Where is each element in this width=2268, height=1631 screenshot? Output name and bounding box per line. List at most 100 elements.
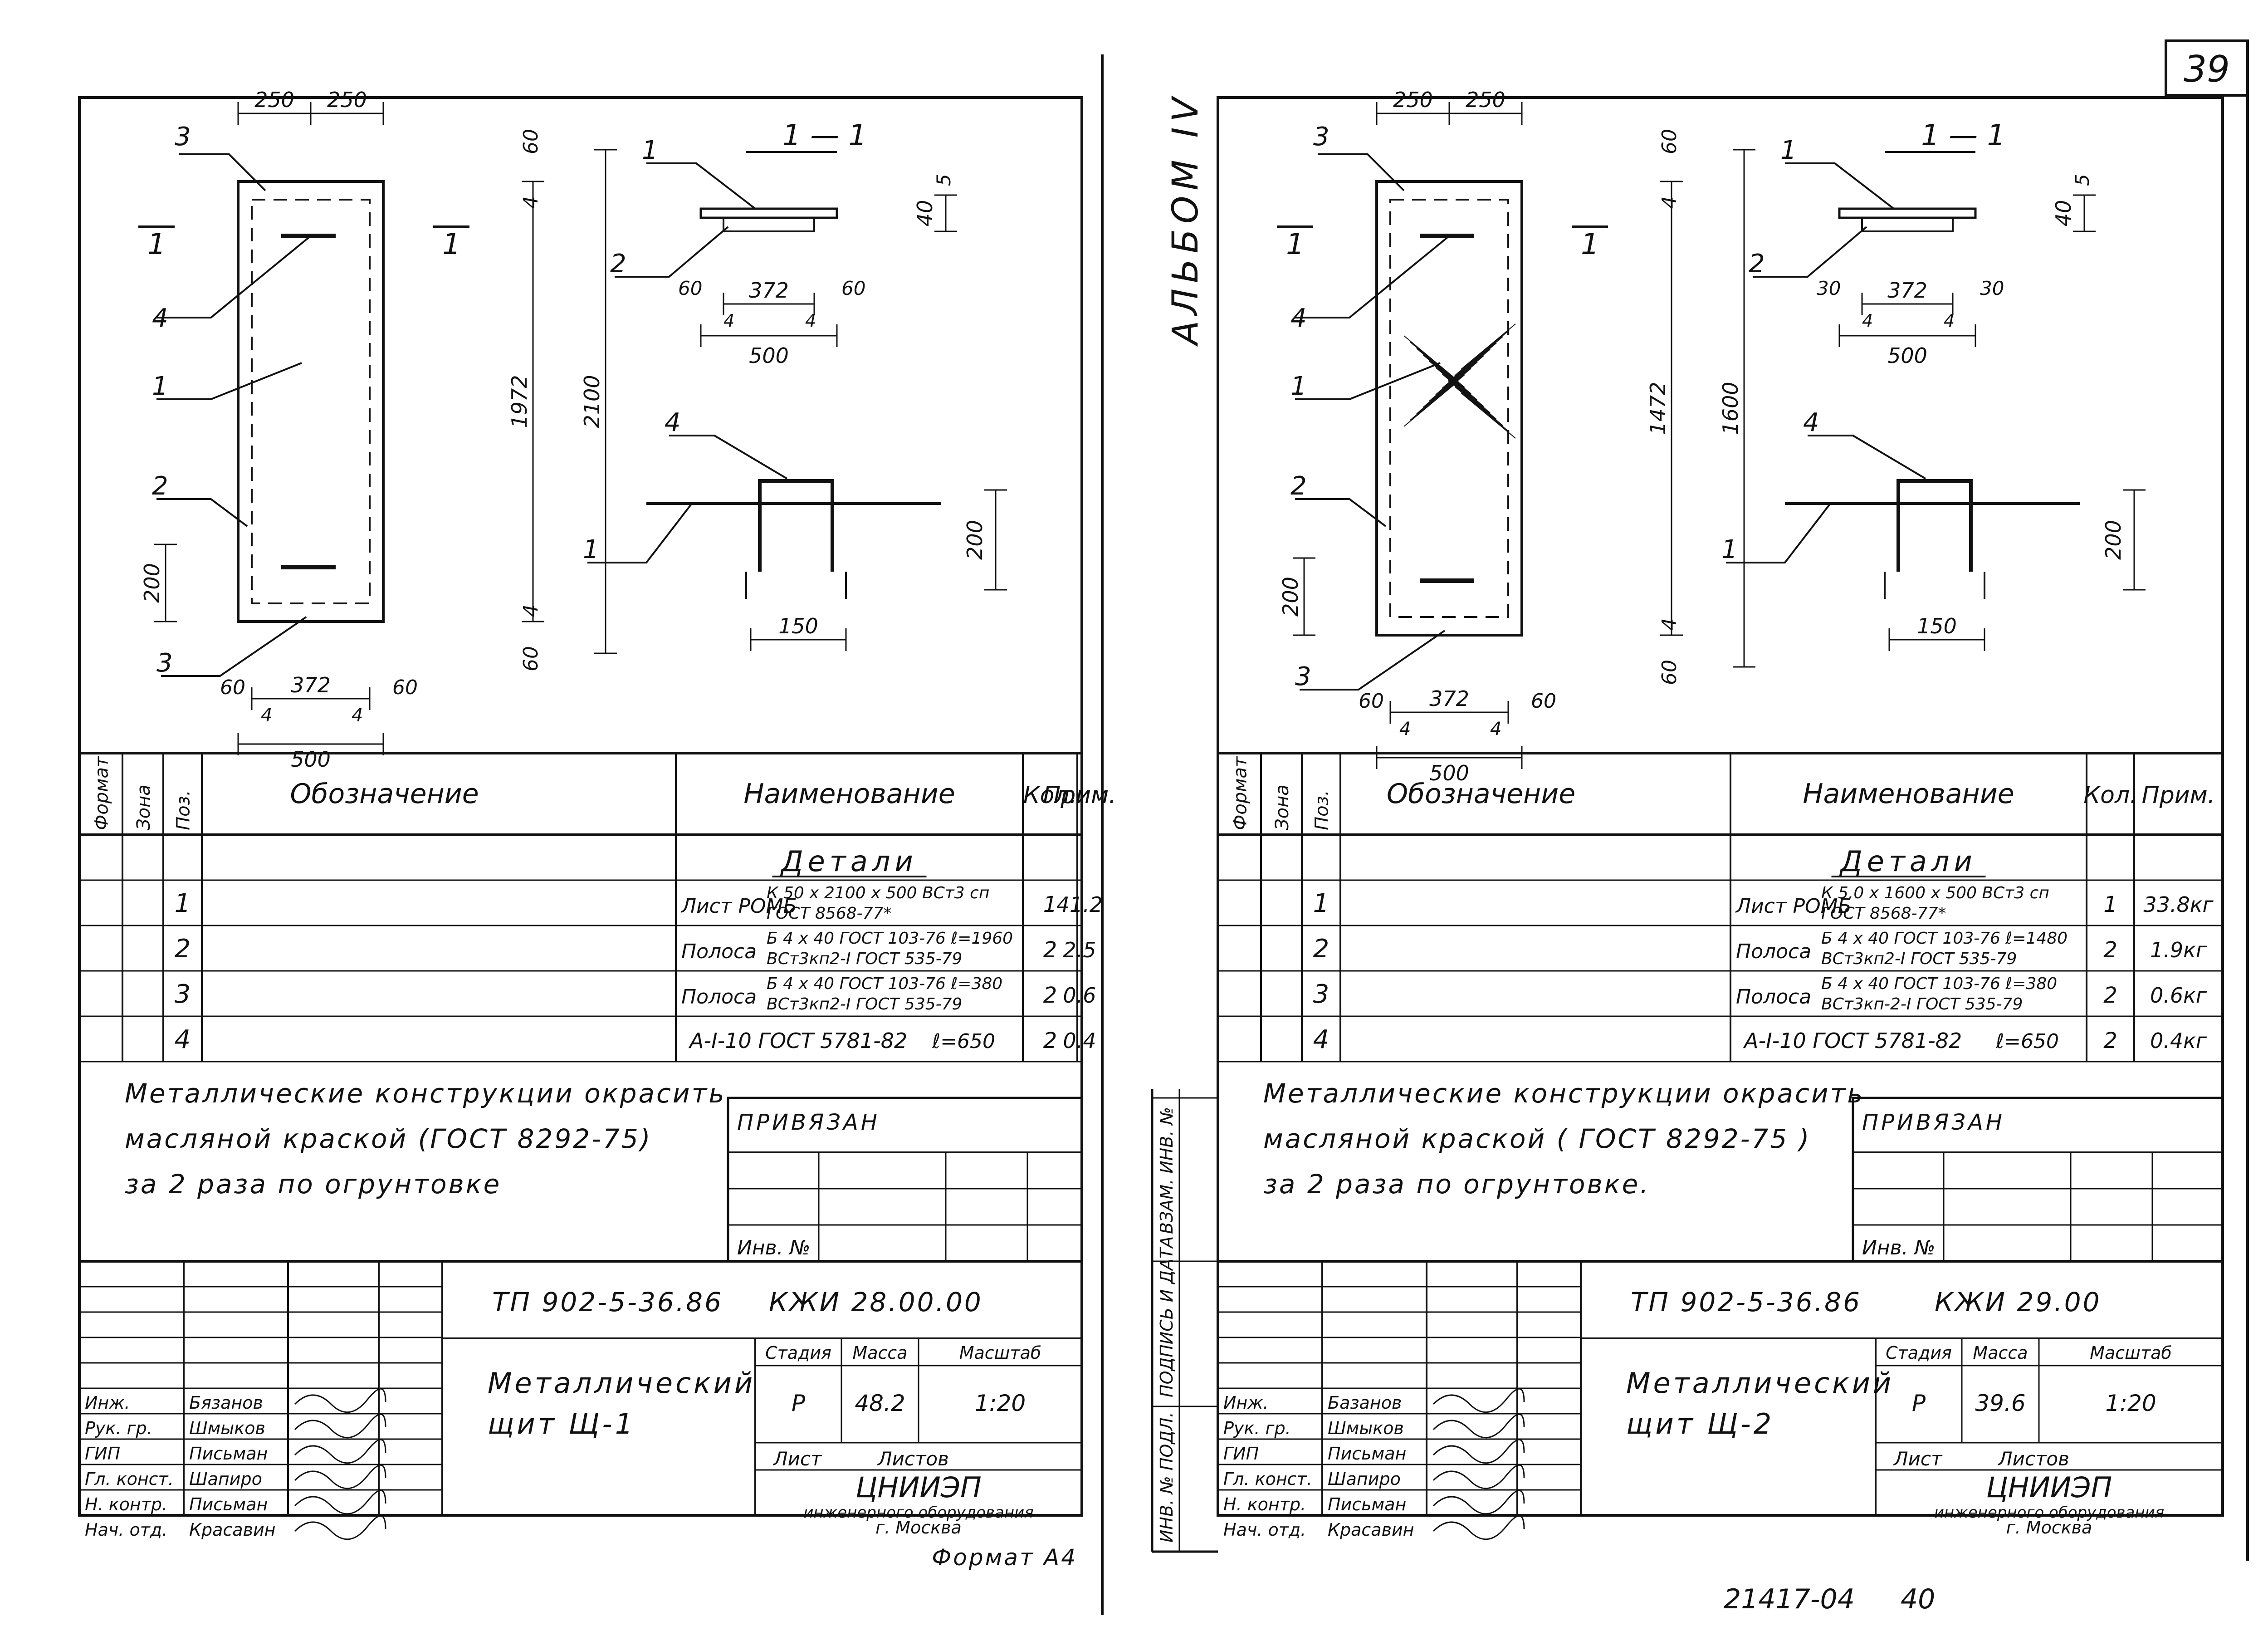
section-dim-500: 500 [1887, 343, 1927, 368]
note-line: за 2 раза по огрунтовке [125, 1169, 501, 1200]
spec-row-name: Полоса [681, 940, 757, 963]
section-dim-4l: 4 [1862, 311, 1873, 331]
spec-row-name: А-I-10 ГОСТ 5781-82 [1743, 1029, 1962, 1053]
sheet-label: Лист [1893, 1448, 1943, 1470]
spec-row-note: 33.8кг [2143, 892, 2214, 917]
section-dim-left: 30 [1817, 277, 1841, 299]
section-dim-5: 5 [933, 174, 955, 186]
signer-name: Письман [1328, 1444, 1406, 1464]
spec-header-designation: Обозначение [1387, 778, 1575, 810]
section-pos-2: 2 [1749, 249, 1765, 279]
stage-value: Р [1912, 1390, 1926, 1416]
dim-60-br: 60 [392, 676, 418, 699]
hatch [1461, 392, 1516, 439]
section-pos-1: 1 [642, 136, 658, 165]
stage-header-scale: Масштаб [959, 1343, 1041, 1363]
margin-stamp: ВЗАМ. ИНВ. № [1157, 1107, 1177, 1234]
hatch [1416, 348, 1471, 394]
pos-3-bottom-leader [1300, 630, 1446, 691]
bottom-page: 40 [1901, 1583, 1935, 1615]
section-pos-2-leader [615, 226, 729, 278]
signer-role: Инж. [1223, 1393, 1269, 1413]
signer-name: Шмыков [189, 1418, 265, 1438]
spec-row-name-sup: Б 4 х 40 ГОСТ 103-76 ℓ=380 [1821, 975, 2057, 993]
hatch [1429, 355, 1484, 402]
cut-mark-left: 1 [147, 228, 166, 261]
signer-name: Бязанов [189, 1393, 263, 1413]
detail-dim-200: 200 [2101, 520, 2126, 560]
spec-row-note: 1.9кг [2150, 938, 2207, 962]
hatch [1403, 381, 1459, 427]
dim-60-bl: 60 [220, 676, 245, 699]
hatch [1422, 354, 1478, 401]
signature-scribble [1432, 1439, 1525, 1464]
dim-4-br: 4 [352, 705, 363, 726]
pos-2-leader [1295, 498, 1387, 527]
org-name: ЦНИИЭП [855, 1471, 981, 1504]
pos-1-leader [156, 362, 302, 400]
inventory-number-label: Инв. № [737, 1236, 810, 1259]
detail-pos-1-leader [1726, 503, 1831, 563]
hatch [1403, 335, 1459, 382]
inventory-number-label: Инв. № [1862, 1236, 1935, 1259]
hatch [1435, 349, 1491, 395]
spec-row-note: 2.5 [1063, 938, 1096, 962]
hatch [1454, 330, 1510, 376]
signer-name: Базанов [1328, 1393, 1402, 1413]
spec-header-format: Формат [1230, 756, 1251, 830]
hatch [1422, 362, 1478, 408]
section-pos-1: 1 [1780, 136, 1797, 165]
dim-60-top: 60 [1658, 129, 1681, 154]
format-label: Формат А4 [932, 1544, 1077, 1571]
pos-4-top-leader [1295, 235, 1450, 318]
spec-header-note: Прим. [1043, 782, 1116, 809]
hatch [1416, 368, 1471, 414]
stage-value: Р [792, 1390, 806, 1416]
signer-role: Нач. отд. [1223, 1520, 1306, 1540]
stage-header-mass: Масса [852, 1343, 907, 1363]
note-line: за 2 раза по огрунтовке. [1263, 1169, 1650, 1200]
signer-name: Шмыков [1328, 1418, 1404, 1438]
dim-4-br: 4 [1490, 719, 1501, 740]
dim-total-length: 2100 [580, 375, 604, 428]
sheet-label: Лист [772, 1448, 822, 1470]
pos-3-top-leader [179, 153, 266, 191]
hatch [1429, 361, 1484, 407]
section-strip [1861, 217, 1954, 232]
spec-row-name: Полоса [681, 985, 757, 1009]
spec-row-name-sup: Б 4 х 40 ГОСТ 103-76 ℓ=380 [767, 975, 1002, 993]
note-line: масляной краской ( ГОСТ 8292-75 ) [1263, 1123, 1811, 1154]
dim-60-bottom: 60 [1658, 660, 1681, 685]
hatch [1461, 323, 1516, 370]
spec-header-qty: Кол. [1023, 782, 1077, 809]
spec-row-note: 0.4кг [2150, 1029, 2207, 1053]
dim-inner-length: 1972 [507, 375, 532, 428]
signer-name: Шапиро [1328, 1469, 1401, 1489]
detail-pos-1-leader [587, 503, 693, 563]
spec-header-format: Формат [92, 756, 112, 830]
section-plate [1838, 207, 1977, 219]
section-plate [699, 207, 838, 219]
spec-row-name-sup: Б 4 х 40 ГОСТ 103-76 ℓ=1480 [1821, 929, 2068, 948]
dim-60-bl: 60 [1359, 690, 1384, 713]
dim-4-bl: 4 [1399, 719, 1411, 740]
stage-header-scale: Масштаб [2090, 1343, 2172, 1363]
spec-row-pos: 2 [1313, 934, 1330, 964]
pos-4-top: 4 [1290, 304, 1307, 333]
dim-500: 500 [1429, 761, 1469, 785]
album-label: АЛЬБОМ IV [1165, 92, 1206, 347]
signer-role: Нач. отд. [85, 1520, 167, 1540]
pos-2: 2 [152, 471, 168, 501]
spec-group-details: Детали [780, 845, 918, 878]
section-dim-left: 60 [678, 277, 702, 299]
signature-scribble [1432, 1413, 1525, 1439]
section-dim-4l: 4 [723, 311, 734, 331]
section-dim-right: 60 [841, 277, 865, 299]
signer-name: Шапиро [189, 1469, 262, 1489]
pos-2: 2 [1290, 471, 1307, 501]
stage-header-stage: Стадия [1886, 1343, 1952, 1363]
detail-pos-4-leader [669, 435, 788, 480]
doc-mark: КЖИ 29.00 [1935, 1287, 2102, 1318]
spec-row-name: Лист РОМБ [680, 895, 797, 918]
